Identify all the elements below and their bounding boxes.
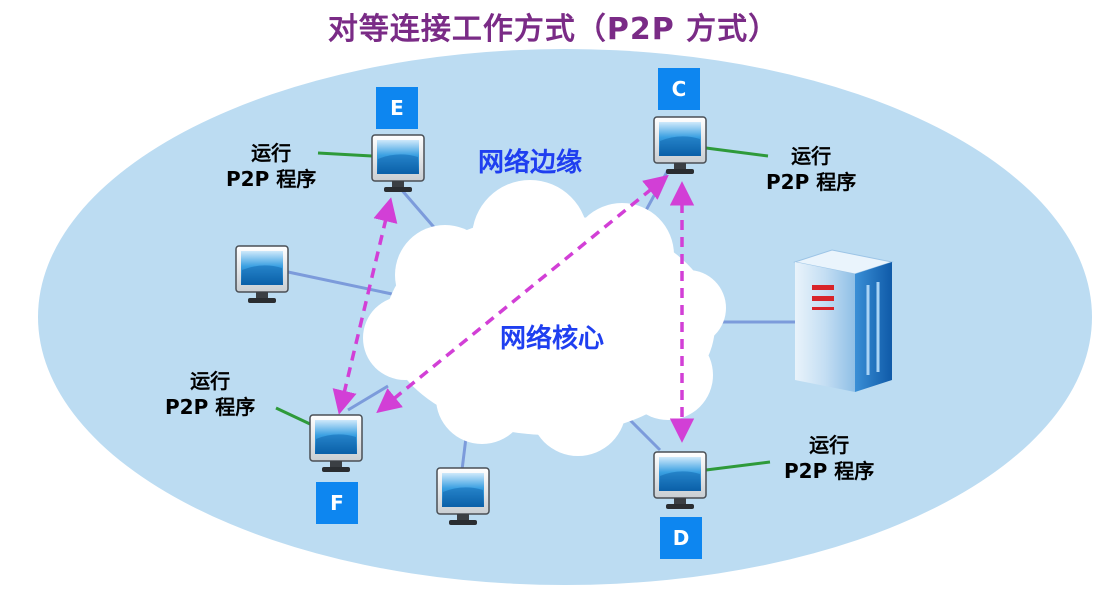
p2p-arrows bbox=[332, 174, 695, 443]
host-tag-d: D bbox=[660, 517, 702, 559]
program-label-line1: 运行 bbox=[809, 433, 850, 457]
program-label-c: 运行 P2P 程序 bbox=[766, 143, 856, 195]
network-core-label: 网络核心 bbox=[500, 324, 605, 354]
host-tag-c: C bbox=[658, 68, 700, 110]
annotation-lines bbox=[275, 146, 771, 472]
program-label-line1: 运行 bbox=[190, 369, 231, 393]
host-tag-e: E bbox=[376, 87, 418, 129]
p2p-arrow-c-f bbox=[376, 174, 669, 414]
program-label-line1: 运行 bbox=[251, 141, 292, 165]
program-label-e: 运行 P2P 程序 bbox=[226, 140, 316, 192]
program-label-d: 运行 P2P 程序 bbox=[784, 432, 874, 484]
program-label-f: 运行 P2P 程序 bbox=[165, 368, 255, 420]
program-label-line2: P2P 程序 bbox=[766, 170, 857, 194]
network-edge-label: 网络边缘 bbox=[478, 148, 583, 178]
program-label-line2: P2P 程序 bbox=[784, 459, 875, 483]
page-title: 对等连接工作方式（P2P 方式） bbox=[327, 12, 780, 47]
server-icon bbox=[793, 249, 894, 392]
program-label-line2: P2P 程序 bbox=[165, 395, 256, 419]
program-label-line1: 运行 bbox=[791, 144, 832, 168]
host-tag-f: F bbox=[316, 482, 358, 524]
program-label-line2: P2P 程序 bbox=[226, 167, 317, 191]
